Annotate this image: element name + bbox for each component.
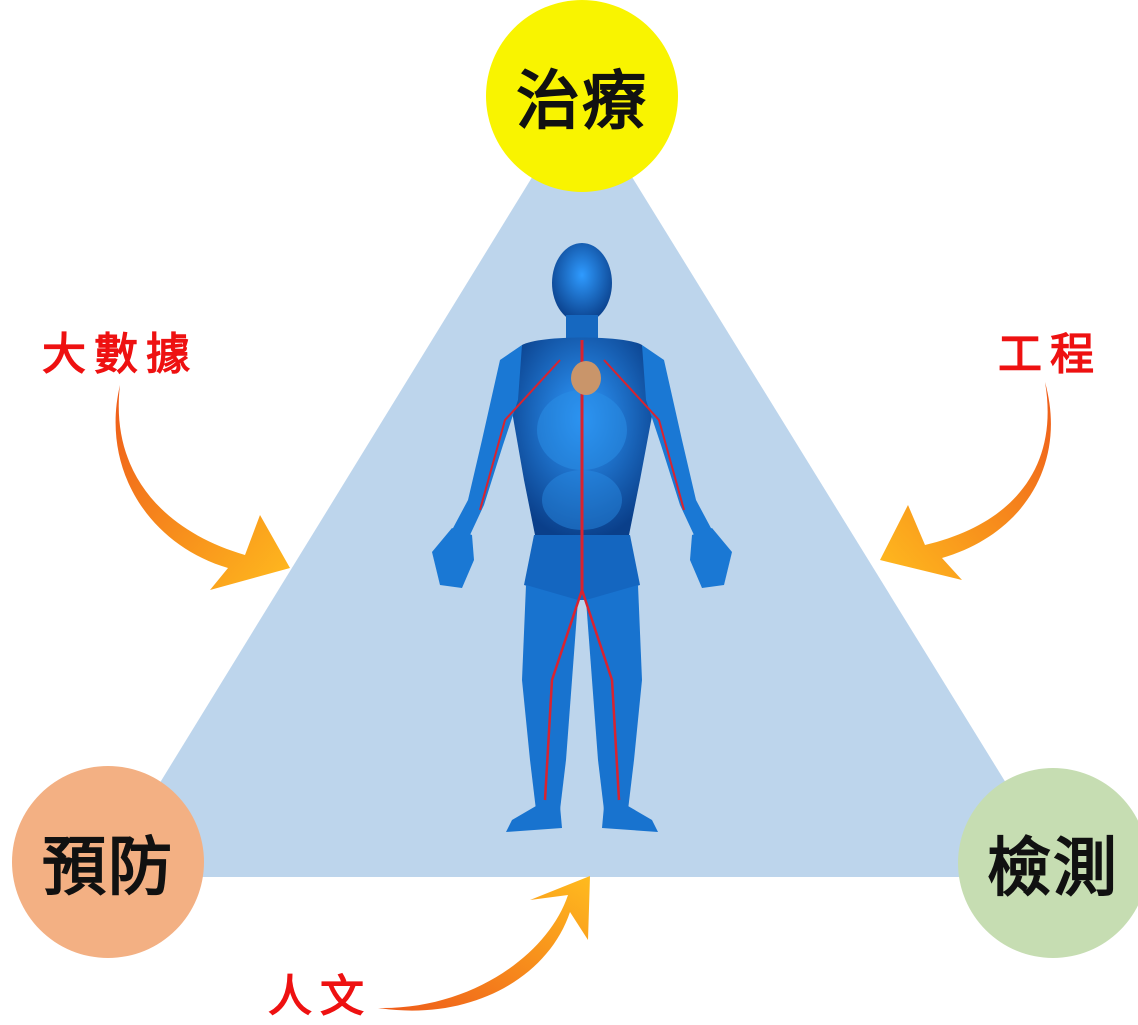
node-prevention-label: 預防 bbox=[42, 831, 174, 905]
human-anatomy-icon bbox=[432, 243, 732, 832]
node-detection: 檢測 bbox=[958, 768, 1138, 958]
node-prevention: 預防 bbox=[12, 766, 204, 958]
node-treatment-label: 治療 bbox=[516, 65, 648, 139]
curved-arrow-icon bbox=[378, 876, 590, 1011]
factor-humanities-label: 人文 bbox=[268, 971, 372, 1022]
curved-arrow-icon bbox=[115, 385, 290, 590]
factor-big-data-label: 大數據 bbox=[42, 329, 198, 380]
heart-icon bbox=[571, 361, 601, 395]
node-detection-label: 檢測 bbox=[987, 832, 1119, 906]
factor-engineering-label: 工程 bbox=[998, 329, 1102, 380]
curved-arrow-icon bbox=[880, 382, 1051, 580]
node-treatment: 治療 bbox=[486, 0, 678, 192]
